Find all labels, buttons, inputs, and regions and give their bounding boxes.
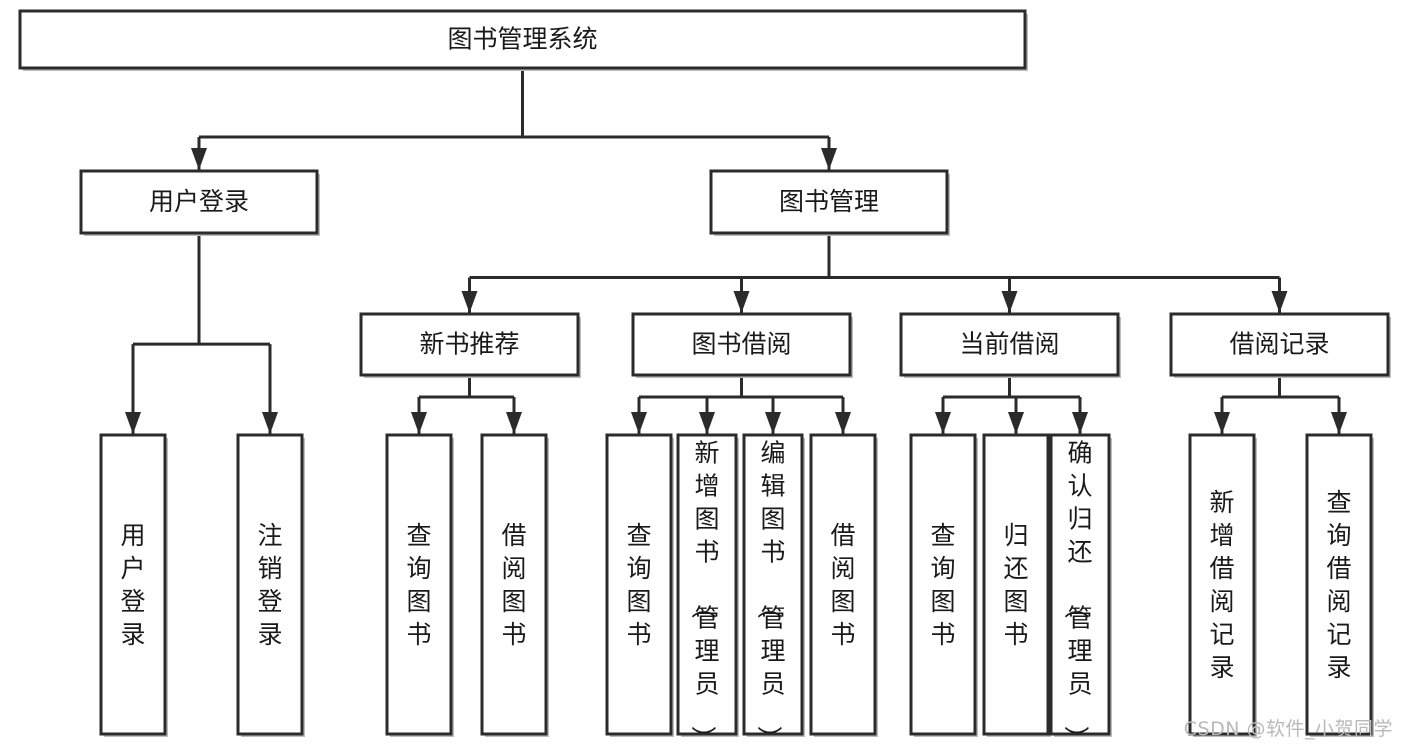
arrow-head	[835, 412, 851, 434]
node-box[interactable]	[605, 433, 673, 736]
connector-layer	[125, 68, 1347, 434]
node-label: 图书借阅	[691, 330, 791, 359]
node-box[interactable]	[236, 433, 304, 736]
node-label: 新书推荐	[419, 330, 519, 359]
edge-group-root	[191, 68, 837, 170]
arrow-head	[821, 148, 837, 170]
arrow-head	[1001, 291, 1018, 313]
node-leaf-query-book-3[interactable]: 查询图书	[909, 433, 978, 737]
node-box[interactable]	[909, 433, 977, 736]
arrow-head	[733, 291, 750, 313]
node-label: 查询借阅记录	[1326, 488, 1351, 682]
node-box[interactable]	[631, 312, 852, 377]
node-box[interactable]	[1049, 433, 1111, 736]
node-user-login[interactable]: 用户登录	[79, 169, 320, 236]
node-label: 借阅记录	[1229, 330, 1329, 359]
arrow-head	[1072, 412, 1088, 434]
node-label: 借阅图书	[830, 521, 855, 649]
arrow-head	[461, 291, 478, 313]
node-leaf-confirm-return-admin[interactable]: 确认归还（管理员）	[1049, 433, 1112, 747]
node-box[interactable]	[385, 433, 453, 736]
node-label: 注销登录	[257, 521, 282, 649]
node-box[interactable]	[1305, 433, 1373, 736]
node-label: 查询图书	[406, 521, 431, 649]
arrow-head	[411, 412, 427, 434]
node-book-manage[interactable]: 图书管理	[709, 169, 950, 236]
node-box[interactable]	[676, 433, 738, 736]
node-label: 当前借阅	[959, 330, 1059, 359]
node-box[interactable]	[1188, 433, 1256, 736]
arrow-head	[125, 412, 141, 434]
node-label: 查询图书	[626, 521, 651, 649]
arrow-head	[1008, 412, 1024, 434]
node-leaf-add-book-admin[interactable]: 新增图书（管理员）	[676, 433, 739, 747]
node-root[interactable]: 图书管理系统	[18, 9, 1028, 71]
node-leaf-add-borrow-record[interactable]: 新增借阅记录	[1188, 433, 1257, 737]
node-book-borrow[interactable]: 图书借阅	[631, 312, 853, 378]
node-label: 图书管理系统	[447, 25, 597, 54]
node-leaf-user-login[interactable]: 用户登录	[99, 433, 168, 737]
arrow-head	[765, 412, 781, 434]
edge-group-user-login	[125, 233, 278, 434]
node-label: 用户登录	[120, 521, 145, 649]
node-leaf-query-book-2[interactable]: 查询图书	[605, 433, 674, 737]
node-leaf-borrow-book-1[interactable]: 借阅图书	[480, 433, 549, 737]
arrow-head	[631, 412, 647, 434]
node-leaf-query-borrow-record[interactable]: 查询借阅记录	[1305, 433, 1374, 737]
edge-group-new-book-rec	[411, 375, 522, 434]
node-label: 编辑图书（管理员）	[754, 439, 785, 747]
arrow-head	[699, 412, 715, 434]
arrow-head	[1214, 412, 1230, 434]
node-box[interactable]	[79, 169, 319, 235]
edge-group-current-borrow	[935, 375, 1088, 434]
arrow-head	[1271, 291, 1288, 313]
arrow-head	[262, 412, 278, 434]
edge-group-book-borrow	[631, 375, 851, 434]
node-box[interactable]	[359, 312, 580, 377]
arrow-head	[935, 412, 951, 434]
node-label: 查询图书	[930, 521, 955, 649]
node-label: 新增图书（管理员）	[688, 439, 719, 747]
node-label: 确认归还（管理员）	[1061, 439, 1092, 747]
node-borrow-record[interactable]: 借阅记录	[1169, 312, 1391, 378]
node-leaf-query-book-1[interactable]: 查询图书	[385, 433, 454, 737]
node-box[interactable]	[99, 433, 167, 736]
node-box[interactable]	[480, 433, 548, 736]
node-box[interactable]	[899, 312, 1120, 377]
arrow-head	[506, 412, 522, 434]
node-label: 图书管理	[779, 187, 879, 216]
node-box[interactable]	[809, 433, 877, 736]
node-leaf-return-book[interactable]: 归还图书	[982, 433, 1051, 737]
node-box[interactable]	[1169, 312, 1390, 377]
node-label: 归还图书	[1003, 521, 1028, 649]
node-leaf-borrow-book-2[interactable]: 借阅图书	[809, 433, 878, 737]
node-box[interactable]	[742, 433, 804, 736]
node-box[interactable]	[709, 169, 949, 235]
node-new-book-rec[interactable]: 新书推荐	[359, 312, 581, 378]
node-box[interactable]	[18, 9, 1027, 70]
arrow-head	[191, 148, 207, 170]
edge-group-borrow-record	[1214, 375, 1347, 434]
node-label: 借阅图书	[501, 521, 526, 649]
node-current-borrow[interactable]: 当前借阅	[899, 312, 1121, 378]
node-leaf-logout[interactable]: 注销登录	[236, 433, 305, 737]
node-leaf-edit-book-admin[interactable]: 编辑图书（管理员）	[742, 433, 805, 747]
node-box[interactable]	[982, 433, 1050, 736]
node-label: 新增借阅记录	[1209, 488, 1234, 682]
arrow-head	[1331, 412, 1347, 434]
node-layer: 图书管理系统用户登录图书管理新书推荐图书借阅当前借阅借阅记录用户登录注销登录查询…	[18, 9, 1391, 747]
edge-group-book-manage	[461, 233, 1288, 313]
node-label: 用户登录	[149, 187, 249, 216]
